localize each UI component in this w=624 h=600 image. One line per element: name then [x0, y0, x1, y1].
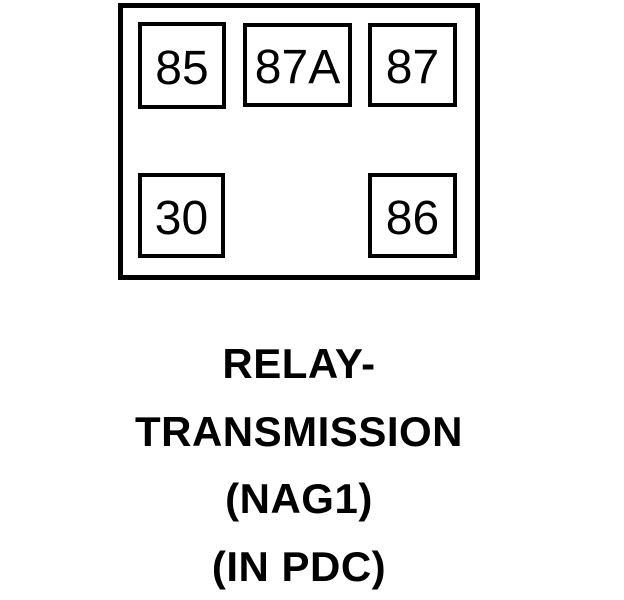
relay-pin-30: 30 [138, 173, 225, 258]
caption-line-nag1: (NAG1) [225, 475, 373, 522]
caption-line-transmission: TRANSMISSION [134, 407, 463, 455]
relay-pin-86: 86 [368, 173, 457, 258]
caption-line-relay: RELAY- [222, 340, 376, 387]
caption-line-in-pdc: (IN PDC) [211, 542, 387, 590]
relay-pin-85: 85 [138, 22, 226, 109]
relay-pin-87: 87 [368, 23, 457, 107]
relay-pin-87a: 87A [243, 23, 352, 107]
relay-caption: RELAY- TRANSMISSION (NAG1) (IN PDC) [118, 330, 480, 600]
